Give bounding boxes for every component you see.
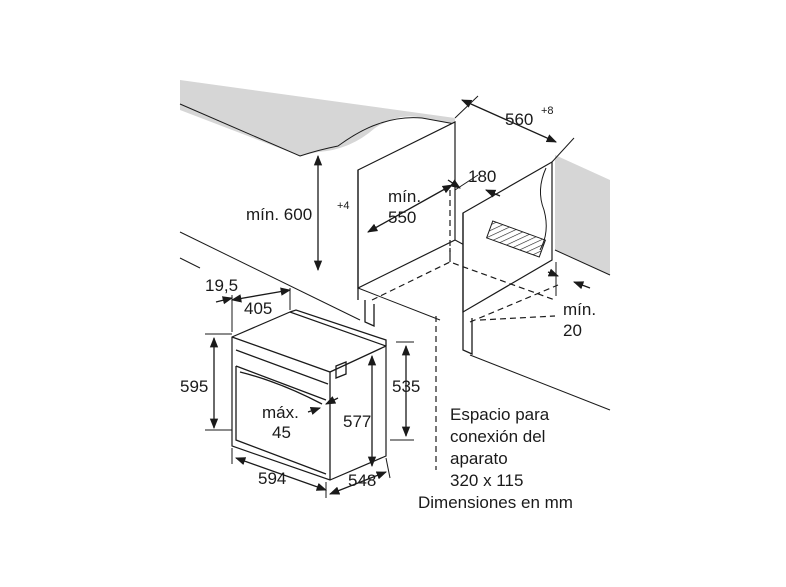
niche-right-panel (462, 160, 553, 356)
label-conn-3: aparato (450, 449, 508, 468)
label-oven-width: 594 (258, 469, 286, 488)
connection-area (485, 220, 547, 258)
label-side-gap-1: mín. (563, 300, 596, 319)
oven (231, 309, 387, 481)
label-worktop-depth-tol: +8 (541, 105, 554, 117)
label-worktop-depth: 560 (505, 110, 533, 129)
dimension-labels: 560 +8 mín. 600 +4 mín. 550 180 mín. 20 … (180, 105, 596, 512)
front-baseline (179, 257, 201, 269)
label-niche-depth-1: mín. (388, 187, 421, 206)
label-handle-1: máx. (262, 403, 299, 422)
label-conn-4: 320 x 115 (450, 471, 523, 490)
label-frame-width: 405 (244, 299, 272, 318)
label-oven-depth: 548 (348, 471, 376, 490)
label-conn-2: conexión del (450, 427, 545, 446)
label-body-height: 535 (392, 377, 420, 396)
worktop-right (554, 155, 611, 276)
label-handle-2: 45 (272, 423, 291, 442)
label-units: Dimensiones en mm (418, 493, 573, 512)
label-oven-height: 595 (180, 377, 208, 396)
label-inner-height: 577 (343, 412, 371, 431)
label-niche-depth-2: 550 (388, 208, 416, 227)
label-side-gap-2: 20 (563, 321, 582, 340)
label-front-frame: 19,5 (205, 276, 238, 295)
floor-line-left (179, 231, 361, 321)
worktop-left (179, 80, 456, 157)
floor-line-right (469, 354, 611, 411)
dimension-lines (205, 95, 591, 498)
label-back-gap: 180 (468, 167, 496, 186)
label-niche-height-tol: +4 (337, 200, 350, 212)
label-niche-height: mín. 600 (246, 205, 312, 224)
label-conn-1: Espacio para (450, 405, 550, 424)
